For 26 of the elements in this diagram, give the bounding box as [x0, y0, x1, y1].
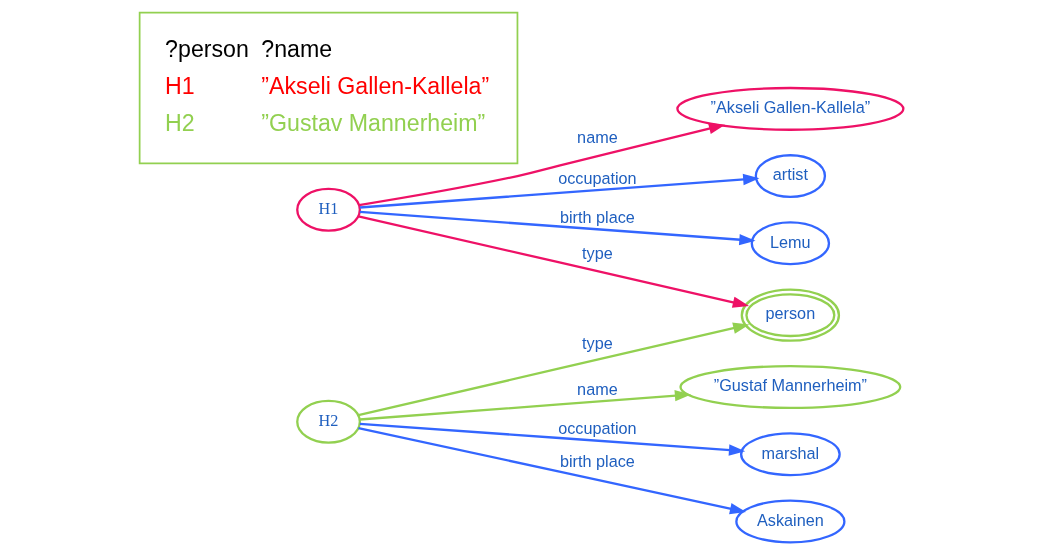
- node-ellipse: H2: [295, 399, 361, 444]
- node-ellipse: person: [740, 288, 840, 342]
- node-ellipse: marshal: [739, 432, 841, 477]
- node-ellipse: Askainen: [734, 499, 846, 544]
- node-ellipse: Lemu: [750, 221, 830, 266]
- node-ellipse: ”Gustaf Mannerheim”: [678, 365, 901, 410]
- arrow: [359, 422, 745, 456]
- arrow: [359, 210, 756, 246]
- arrow: [357, 426, 746, 515]
- node-ellipse: artist: [754, 154, 826, 199]
- arrow: [359, 173, 759, 209]
- edge-label: occupation: [557, 169, 637, 188]
- arrow: [357, 322, 749, 417]
- arrow: [359, 390, 691, 421]
- edge-label: type: [581, 334, 613, 353]
- node-ellipse: H1: [295, 187, 361, 232]
- edge-label: occupation: [557, 418, 637, 437]
- node-ellipse: ”Akseli Gallen-Kallela”: [675, 86, 904, 131]
- edge-label: name: [576, 380, 618, 399]
- edge-label: birth place: [559, 452, 635, 471]
- edge-label: birth place: [559, 207, 635, 226]
- edge-label: type: [581, 243, 613, 262]
- arrow: [357, 215, 749, 308]
- edge-label: name: [576, 127, 618, 146]
- node-box: ?person ?name H1 ”Akseli Gallen-Kallela” H2 ”Gustav Mannerheim”: [138, 11, 518, 165]
- arrow: [358, 123, 725, 207]
